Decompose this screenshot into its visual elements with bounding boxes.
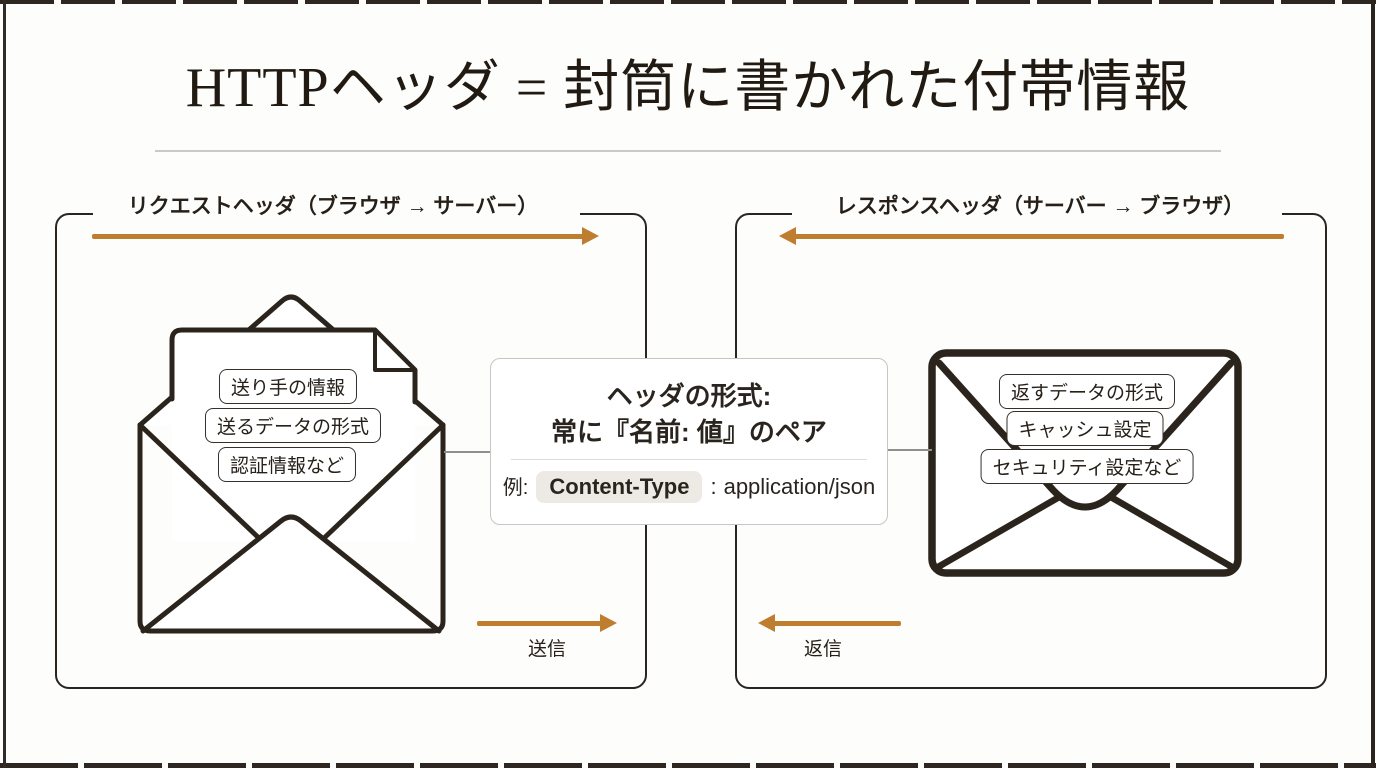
response-header-item: セキュリティ設定など (980, 449, 1194, 484)
response-direction-arrow (779, 227, 1284, 245)
arrow-head-right-icon (582, 227, 599, 245)
response-legend-gap (792, 209, 1282, 218)
send-arrow (477, 614, 617, 632)
header-format-rule: 常に『名前: 値』のペア (551, 417, 827, 447)
response-header-item: キャッシュ設定 (1006, 411, 1164, 446)
request-header-item: 送るデータの形式 (204, 408, 382, 443)
frame-left-edge (3, 0, 6, 768)
response-panel-legend: レスポンスヘッダ（サーバー → ブラウザ） (835, 195, 1245, 218)
arrow-head-right-icon (600, 614, 617, 632)
arrow-shaft (92, 234, 590, 239)
reply-arrow (758, 614, 901, 632)
frame-right-edge (1371, 0, 1375, 768)
request-panel-legend: リクエストヘッダ（ブラウザ → サーバー） (127, 195, 539, 218)
example-header-name: Content-Type (536, 471, 703, 503)
request-header-item: 認証情報など (217, 447, 357, 482)
example-line: 例: Content-Type:application/json (491, 471, 887, 503)
response-header-item: 返すデータの形式 (998, 374, 1176, 409)
example-divider (511, 459, 867, 460)
arrow-shaft (788, 234, 1284, 239)
title-divider (155, 150, 1221, 152)
request-header-item: 送り手の情報 (218, 369, 358, 404)
connector-left (444, 451, 490, 453)
arrow-head-left-icon (779, 227, 796, 245)
connector-right (888, 449, 932, 451)
request-legend-gap (93, 209, 580, 218)
example-colon: : (710, 474, 717, 499)
example-prefix: 例: (502, 477, 529, 499)
arrow-shaft (767, 621, 901, 626)
example-header-value: application/json (723, 474, 876, 499)
page-title: HTTPヘッダ = 封筒に書かれた付帯情報 (185, 57, 1191, 119)
frame-bottom-dashed-edge (0, 763, 1376, 768)
arrow-head-left-icon (758, 614, 775, 632)
arrow-shaft (477, 621, 608, 626)
reply-label: 返信 (803, 639, 843, 660)
request-direction-arrow (92, 227, 599, 245)
header-format-title: ヘッダの形式: (606, 381, 772, 411)
send-label: 送信 (527, 639, 567, 660)
header-format-box: ヘッダの形式: 常に『名前: 値』のペア 例: Content-Type:appl… (490, 358, 888, 525)
frame-top-dashed-edge (0, 0, 1376, 4)
